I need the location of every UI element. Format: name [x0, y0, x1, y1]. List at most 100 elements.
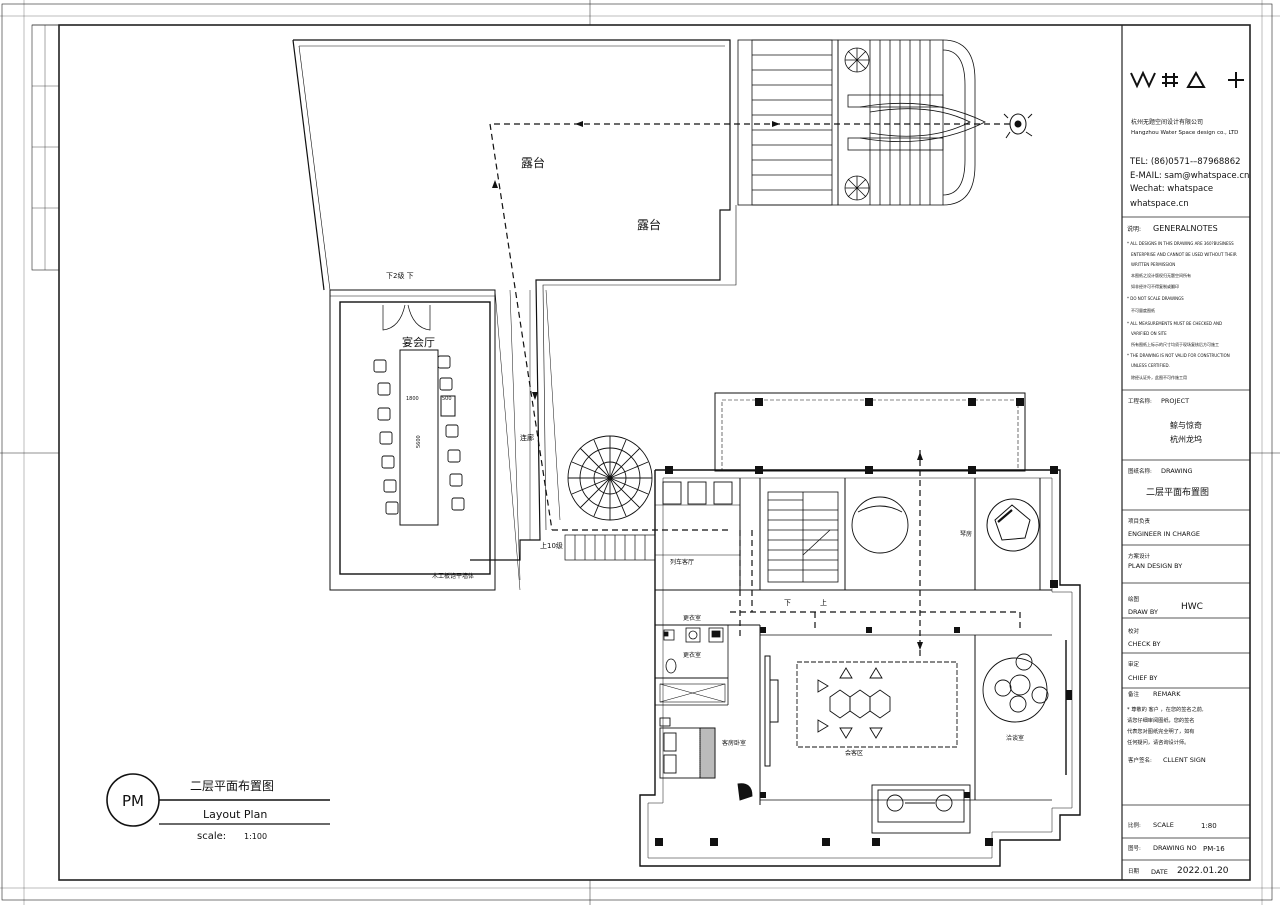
company-logo [1130, 70, 1244, 89]
plant-icon [844, 47, 870, 201]
note-line: 如非经许可不得复制或翻印 [1131, 283, 1179, 289]
remark-line: 请您仔细审阅图纸，您的签名 [1127, 716, 1194, 724]
structural-columns [655, 398, 1072, 846]
scale-label-cn: 比例: [1128, 821, 1141, 829]
tea-room-label: 洽谈室 [1006, 734, 1024, 742]
check-label-cn: 校对 [1128, 627, 1140, 635]
drawing-no-label-cn: 图号: [1128, 844, 1141, 852]
path-arrows [492, 121, 923, 650]
website: whatspace.cn [1130, 199, 1189, 209]
main-house-walls [639, 392, 1081, 867]
note-line: 本图纸之设计版权归无题空间所有 [1131, 272, 1191, 278]
banquet-table [399, 349, 456, 526]
engineer-label-cn: 项目负责 [1128, 517, 1151, 525]
bath-unit [871, 784, 971, 834]
drawing-name: 二层平面布置图 [1146, 486, 1209, 498]
note-line: 不可量度图纸 [1131, 307, 1155, 313]
project-label-cn: 工程名称: [1128, 397, 1152, 405]
note-line: 所有图纸上标示的尺寸均须于现场复核后方可施工 [1131, 341, 1219, 347]
stair-note: 上10级 [540, 541, 563, 550]
banquet-hall-walls [329, 289, 521, 591]
project-location: 杭州龙坞 [1170, 434, 1202, 444]
stair-up-label: 上 [820, 598, 827, 607]
legend-scale-label: scale: [197, 831, 226, 842]
terrace-outline [292, 39, 737, 561]
banquet-hall-label: 宴会厅 [402, 335, 435, 349]
stair-down-label: 下 [784, 599, 791, 607]
dimension-label: 1800 [406, 396, 419, 402]
client-label-en: CLLENT SIGN [1163, 756, 1206, 764]
terrace-label: 露台 [521, 155, 545, 170]
chief-label-en: CHIEF BY [1128, 674, 1157, 682]
remark-label-en: REMARK [1153, 690, 1181, 698]
remark-label-cn: 备注 [1128, 690, 1140, 698]
round-platform [851, 496, 909, 554]
date-label-en: DATE [1151, 868, 1168, 876]
note-line: * THE DRAWING IS NOT VALID FOR CONSTRUCT… [1127, 353, 1230, 358]
corridor-label: 连廊 [520, 433, 534, 442]
cloakroom-label: 更衣室 [683, 614, 701, 622]
room-labels: 露台 露台 宴会厅 下2级 下 连廊 上10级 木工板饱平墙体 列车客厅 更衣室… [386, 155, 1024, 757]
check-label-en: CHECK BY [1128, 640, 1161, 648]
note-line: WRITTEN PERMISSION [1131, 262, 1175, 267]
dining-seats [662, 481, 733, 505]
drawing-label-en: DRAWING [1161, 467, 1193, 475]
piano-room-label: 琴房 [960, 530, 972, 538]
note-line: 除经认证外，此图不可作施工用 [1131, 374, 1187, 380]
titleblock-grid [1122, 216, 1250, 861]
note-line: * ALL MEASUREMENTS MUST BE CHECKED AND [1127, 321, 1222, 326]
drawing-no-value: PM-16 [1203, 845, 1225, 853]
legend-scale-value: 1:100 [244, 832, 267, 841]
drawing-label-cn: 图纸名称: [1128, 467, 1152, 475]
scale-label-en: SCALE [1153, 821, 1174, 829]
notes-label-en: GENERALNOTES [1153, 224, 1218, 233]
wechat: Wechat: whatspace [1130, 184, 1213, 194]
email: E-MAIL: sam@whatspace.cn [1130, 171, 1249, 181]
tea-table [982, 640, 1067, 775]
lounge-furniture [796, 661, 958, 748]
draw-label-cn: 绘图 [1128, 595, 1140, 603]
note-line: VARIFIED ON SITE [1131, 331, 1167, 336]
plan-design-label-en: PLAN DESIGN BY [1128, 562, 1182, 570]
legend-title-cn: 二层平面布置图 [190, 779, 274, 793]
wardrobe [659, 683, 726, 703]
terrace-label: 露台 [637, 217, 661, 232]
tel: TEL: (86)0571-–87968862 [1129, 157, 1241, 167]
piano-icon [986, 498, 1040, 552]
note-line: ENTERPRISE AND CANNOT BE USED WITHOUT TH… [1131, 252, 1237, 257]
draw-label-en: DRAW BY [1128, 608, 1158, 616]
legend-title-en: Layout Plan [203, 808, 267, 821]
project-name: 鲸与惊奇 [1170, 420, 1202, 430]
scale-value: 1:80 [1201, 822, 1217, 830]
wall-note: 木工板饱平墙体 [432, 572, 474, 580]
bed-icon [659, 717, 753, 801]
banquet-chairs [373, 355, 465, 515]
client-label-cn: 客户签名: [1128, 756, 1152, 764]
note-line: * ALL DESIGNS IN THIS DRAWING ARE 360?BU… [1127, 241, 1234, 246]
date-value: 2022.01.20 [1177, 866, 1229, 876]
remark-line: 任何疑问，请咨询设计师。 [1127, 738, 1189, 746]
bedroom-label: 客房卧室 [722, 739, 746, 747]
tv-wall [764, 655, 779, 767]
date-label-cn: 日期 [1128, 868, 1140, 875]
legend-graphic [106, 773, 330, 827]
entry-stairs [737, 39, 986, 206]
company-name-cn: 杭州无题空间设计有限公司 [1131, 118, 1203, 126]
draw-value: HWC [1181, 602, 1203, 612]
remark-line: * 尊敬的 客户 ，在您的签名之前, [1127, 705, 1204, 713]
main-staircase [767, 491, 839, 583]
legend-badge: PM [122, 792, 144, 810]
stair-steps-small [564, 534, 656, 561]
remark-line: 代表您对图纸完全明了，如有 [1127, 727, 1194, 735]
chief-label-cn: 审定 [1128, 660, 1140, 668]
dimension-label: 5600 [416, 435, 422, 448]
lounge-label: 会客区 [845, 749, 863, 757]
dining-label: 列车客厅 [670, 558, 694, 566]
person-icon [1003, 113, 1033, 139]
plan-design-label-cn: 方案设计 [1128, 552, 1151, 560]
project-label-en: PROJECT [1161, 397, 1189, 405]
titleblock: 杭州无题空间设计有限公司 Hangzhou Water Space design… [1127, 118, 1249, 876]
note-line: * DO NOT SCALE DRAWINGS [1127, 296, 1184, 301]
